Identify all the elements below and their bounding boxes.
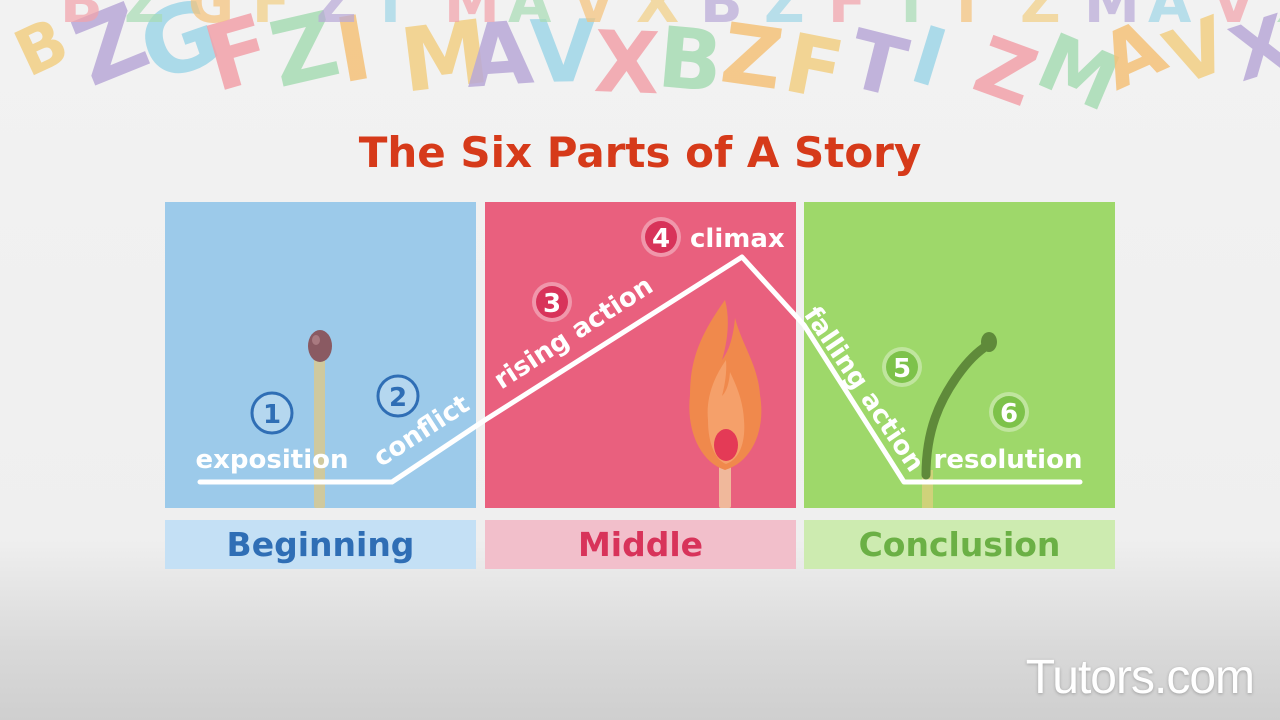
beginning-section-label: Beginning [165, 520, 476, 569]
part-1-label: exposition [196, 445, 349, 475]
part-6-label: resolution [934, 445, 1083, 475]
middle-section-label: Middle [485, 520, 796, 569]
part-4-number: 4 [652, 224, 670, 254]
decor-letter: F [252, 0, 290, 36]
decor-letter: M [444, 0, 500, 36]
burning-match-icon [689, 300, 762, 508]
decor-letter: T [892, 0, 930, 36]
decor-letter: Z [316, 0, 357, 36]
conclusion-panel [804, 202, 1115, 508]
decor-letter: V [1212, 0, 1256, 36]
part-6-number: 6 [1000, 399, 1018, 429]
story-arc-line [197, 254, 1083, 485]
part-4-marker: 4 climax [641, 217, 785, 257]
decor-letter: B [700, 0, 743, 36]
decor-letter: A [1148, 0, 1192, 36]
decor-letter: A [508, 0, 552, 36]
decor-letter: Z [1020, 0, 1061, 36]
decor-letter: Z [716, 5, 789, 109]
unlit-match-icon [308, 330, 332, 508]
decor-letter: X [592, 13, 661, 110]
decor-letter: X [636, 0, 679, 36]
conclusion-section-label: Conclusion [804, 520, 1115, 569]
part-2-number: 2 [389, 383, 407, 413]
decor-letter: B [654, 8, 726, 110]
decor-letter: G [188, 0, 234, 36]
decor-letter: I [956, 0, 977, 36]
part-1-marker: 1 exposition [196, 391, 349, 475]
decor-letter: Z [124, 0, 165, 36]
decor-letter: X [1276, 0, 1280, 36]
decor-letter: Z [764, 0, 805, 36]
decor-letter: M [1084, 0, 1140, 36]
decor-letter: V [572, 0, 616, 36]
decor-letter: V [529, 2, 598, 103]
burnt-match-icon [921, 332, 997, 508]
part-3-number: 3 [543, 289, 561, 319]
part-5-number: 5 [893, 354, 911, 384]
part-6-marker: 6 resolution [934, 392, 1083, 475]
decor-letter: B [60, 0, 103, 36]
decor-letter: I [380, 0, 401, 36]
decor-letter: M [395, 0, 494, 110]
decorative-letters-banner: BZGFZIMAVXBZFTIZMAVXBZGFZIMAVXBZFTIZMAVX [4, 0, 1280, 110]
part-1-number: 1 [263, 400, 281, 430]
tutors-logo: Tutors.com [1025, 651, 1255, 704]
page-title: The Six Parts of A Story [358, 128, 922, 177]
decor-letter: F [828, 0, 866, 36]
decor-letter: A [462, 1, 536, 107]
part-4-label: climax [690, 224, 785, 254]
